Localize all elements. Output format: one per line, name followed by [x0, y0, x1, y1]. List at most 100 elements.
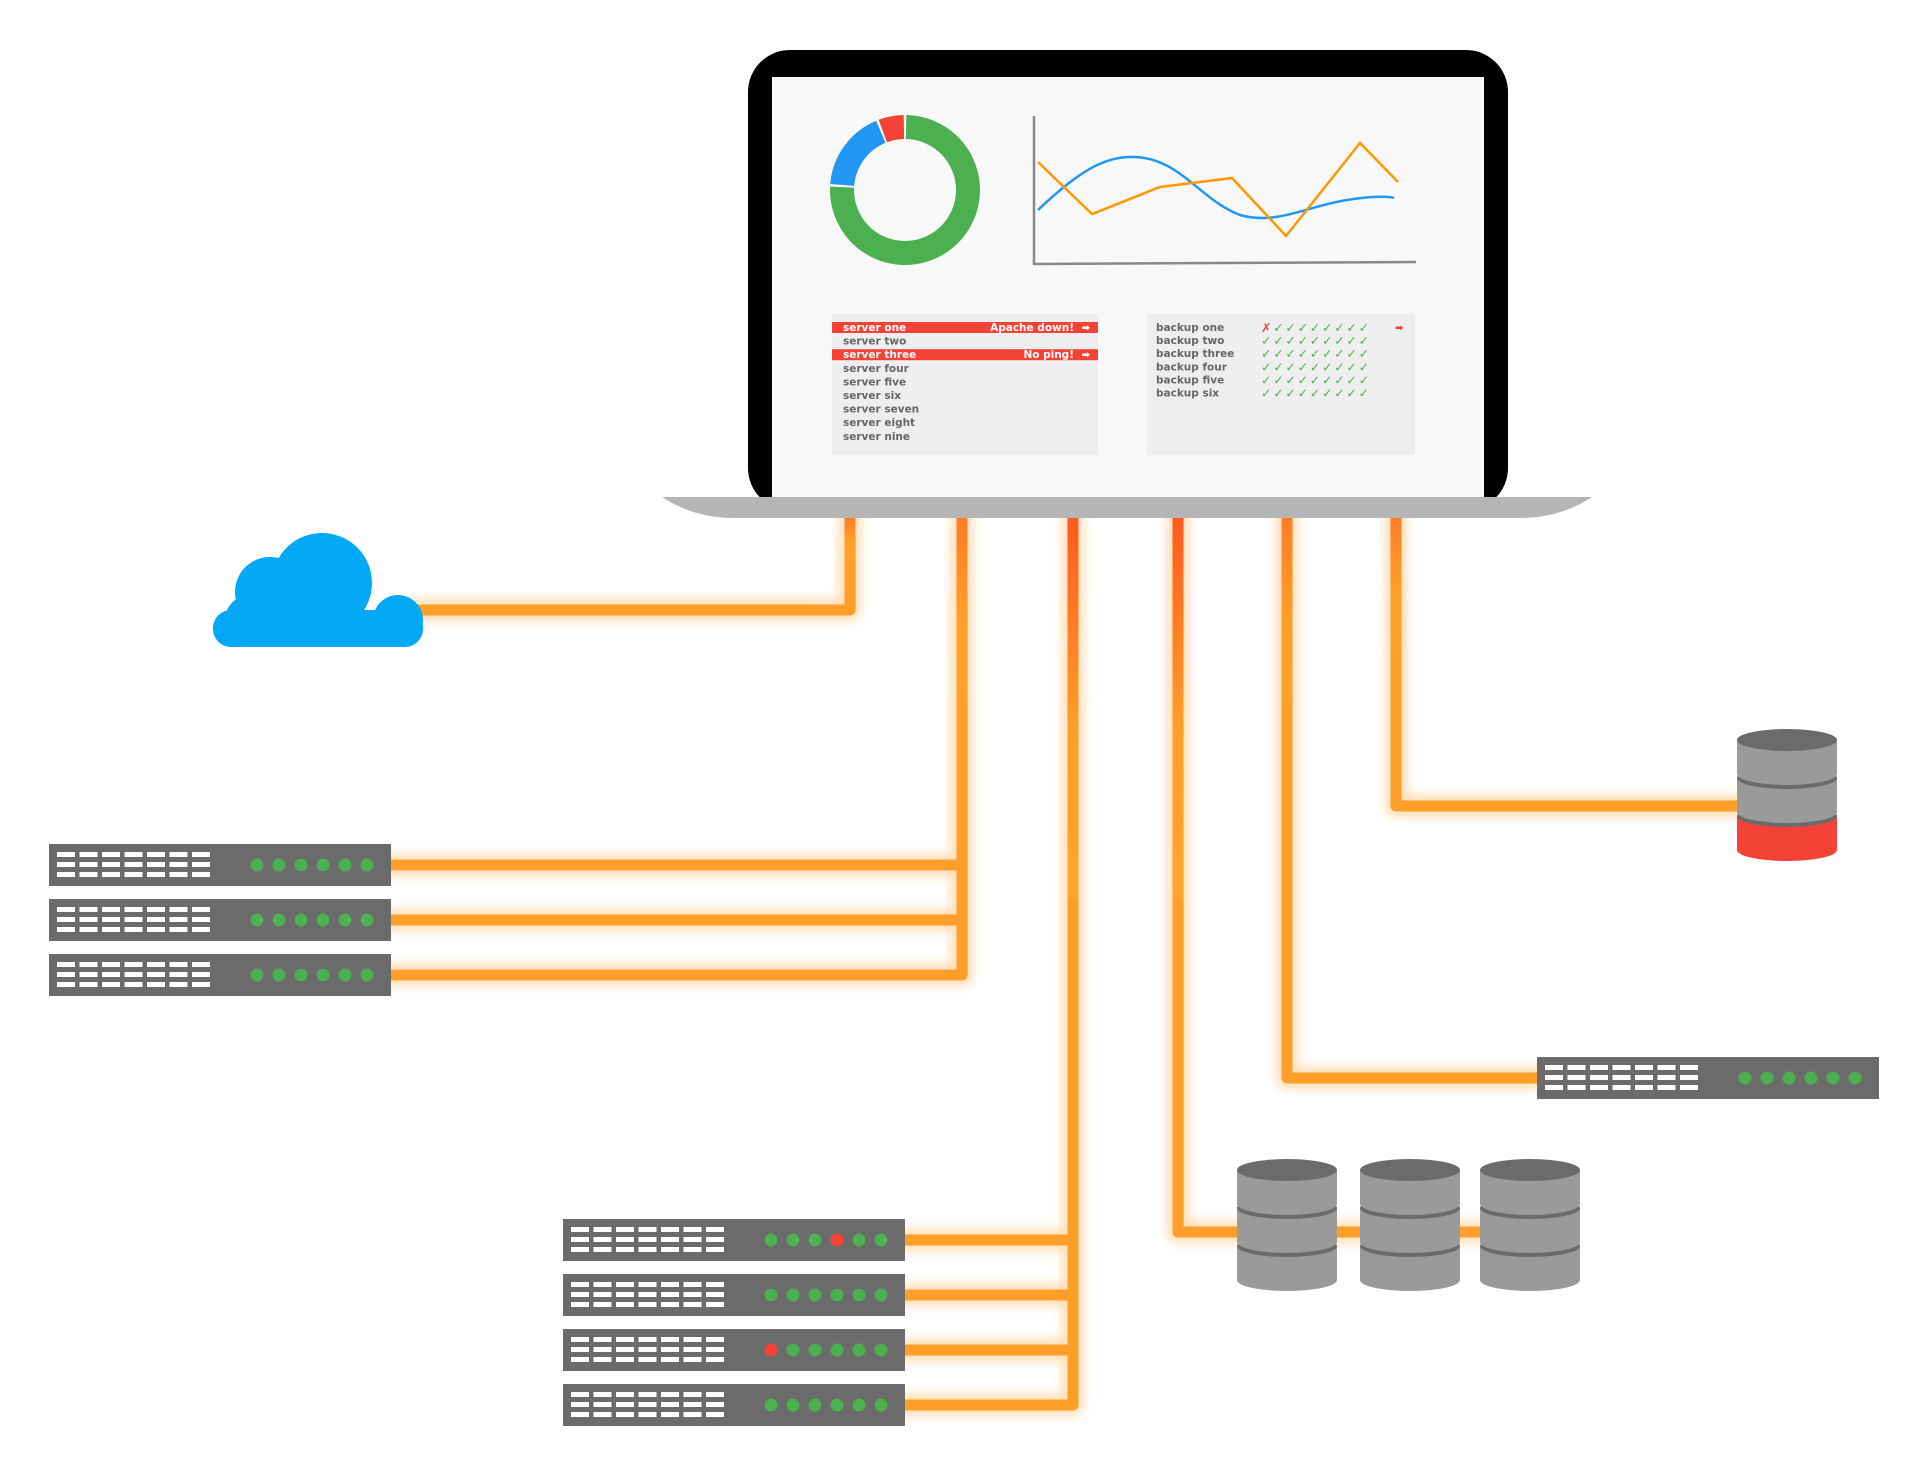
databases	[1237, 729, 1837, 1291]
drive-slot	[683, 1402, 702, 1407]
drive-slot	[102, 962, 120, 967]
server-name: server two	[843, 336, 906, 348]
check-icon: ✓	[1273, 359, 1283, 374]
check-icon: ✓	[1346, 320, 1356, 335]
drive-slot	[1545, 1085, 1563, 1090]
check-icon: ✓	[1322, 386, 1332, 401]
drive-slot	[147, 872, 165, 877]
drive-slot	[79, 852, 98, 857]
status-led-green	[852, 1398, 866, 1412]
drive-slot	[706, 1412, 724, 1417]
cable-single-db	[1390, 512, 1751, 812]
drive-slot	[661, 1227, 679, 1232]
rack-server-bottom-4	[563, 1384, 905, 1426]
status-led-green	[294, 913, 308, 927]
line-series-blue	[1037, 155, 1395, 220]
drive-slot	[102, 872, 120, 877]
check-icon: ✓	[1346, 372, 1356, 387]
drive-slot	[571, 1292, 589, 1297]
drive-slot	[661, 1282, 679, 1287]
drive-slot	[706, 1282, 724, 1287]
drive-slot	[638, 1412, 657, 1417]
drive-slot	[616, 1402, 634, 1407]
status-led-red	[764, 1343, 778, 1357]
drive-slot	[706, 1347, 724, 1352]
backup-name: backup one	[1156, 322, 1224, 334]
status-led-green	[830, 1398, 844, 1412]
status-led-green	[874, 1398, 888, 1412]
arrow-right-icon[interactable]: ➡	[1082, 350, 1091, 361]
drive-slot	[683, 1347, 702, 1352]
check-icon: ✓	[1322, 359, 1332, 374]
drive-slot	[147, 927, 165, 932]
check-icon: ✓	[1322, 346, 1332, 361]
status-led-green	[1826, 1071, 1840, 1085]
drive-slot	[638, 1302, 657, 1307]
drive-slot	[102, 972, 120, 977]
drive-slot	[79, 907, 98, 912]
check-icon: ✓	[1334, 333, 1344, 348]
drive-slot	[169, 852, 188, 857]
disk-platter	[1237, 1159, 1337, 1181]
drive-slot	[169, 982, 188, 987]
status-led-green	[316, 858, 330, 872]
drive-slot	[616, 1237, 634, 1242]
drive-slot	[616, 1292, 634, 1297]
drive-slot	[661, 1392, 679, 1397]
drive-slot	[706, 1237, 724, 1242]
drive-slot	[1657, 1075, 1676, 1080]
line-chart-axes	[1032, 116, 1417, 266]
drive-slot	[147, 972, 165, 977]
drive-slot	[147, 852, 165, 857]
drive-slot	[192, 907, 210, 912]
drive-slot	[661, 1337, 679, 1342]
drive-slot	[593, 1347, 612, 1352]
check-icon: ✓	[1273, 346, 1283, 361]
drive-slot	[102, 862, 120, 867]
rack-server-right-1	[1537, 1057, 1879, 1099]
drive-slot	[571, 1402, 589, 1407]
drive-slot	[57, 962, 75, 967]
drive-slot	[661, 1347, 679, 1352]
status-led-green	[338, 968, 352, 982]
drive-slot	[147, 907, 165, 912]
drive-slot	[79, 862, 98, 867]
drive-slot	[192, 862, 210, 867]
donut-chart	[830, 115, 980, 265]
drive-slot	[1635, 1065, 1653, 1070]
drive-slot	[169, 862, 188, 867]
drive-slot	[683, 1357, 702, 1362]
donut-slice-red	[878, 115, 905, 143]
drive-slot	[571, 1392, 589, 1397]
server-name: server eight	[843, 417, 915, 429]
cloud-icon	[213, 533, 423, 647]
status-led-green	[250, 858, 264, 872]
cable-left-rack	[386, 512, 968, 981]
arrow-right-icon[interactable]: ➡	[1395, 323, 1404, 334]
drive-slot	[616, 1347, 634, 1352]
drive-slot	[683, 1392, 702, 1397]
drive-slot	[593, 1247, 612, 1252]
server-alert-bar	[832, 349, 1098, 361]
check-icon: ✓	[1310, 346, 1320, 361]
drive-slot	[1567, 1085, 1586, 1090]
arrow-right-icon[interactable]: ➡	[1082, 323, 1091, 334]
check-icon: ✓	[1285, 346, 1295, 361]
check-icon: ✓	[1298, 372, 1308, 387]
drive-slot	[169, 962, 188, 967]
drive-slot	[124, 972, 143, 977]
drive-slot	[124, 962, 143, 967]
check-icon: ✓	[1346, 346, 1356, 361]
status-led-green	[294, 858, 308, 872]
status-led-green	[250, 968, 264, 982]
drive-slot	[593, 1337, 612, 1342]
check-icon: ✓	[1261, 359, 1271, 374]
rack-server-left-1	[49, 844, 391, 886]
check-icon: ✓	[1310, 372, 1320, 387]
drive-slot	[1612, 1065, 1631, 1070]
drive-slot	[571, 1227, 589, 1232]
drive-slot	[593, 1302, 612, 1307]
status-led-green	[316, 913, 330, 927]
database-cluster-1	[1237, 1159, 1337, 1291]
